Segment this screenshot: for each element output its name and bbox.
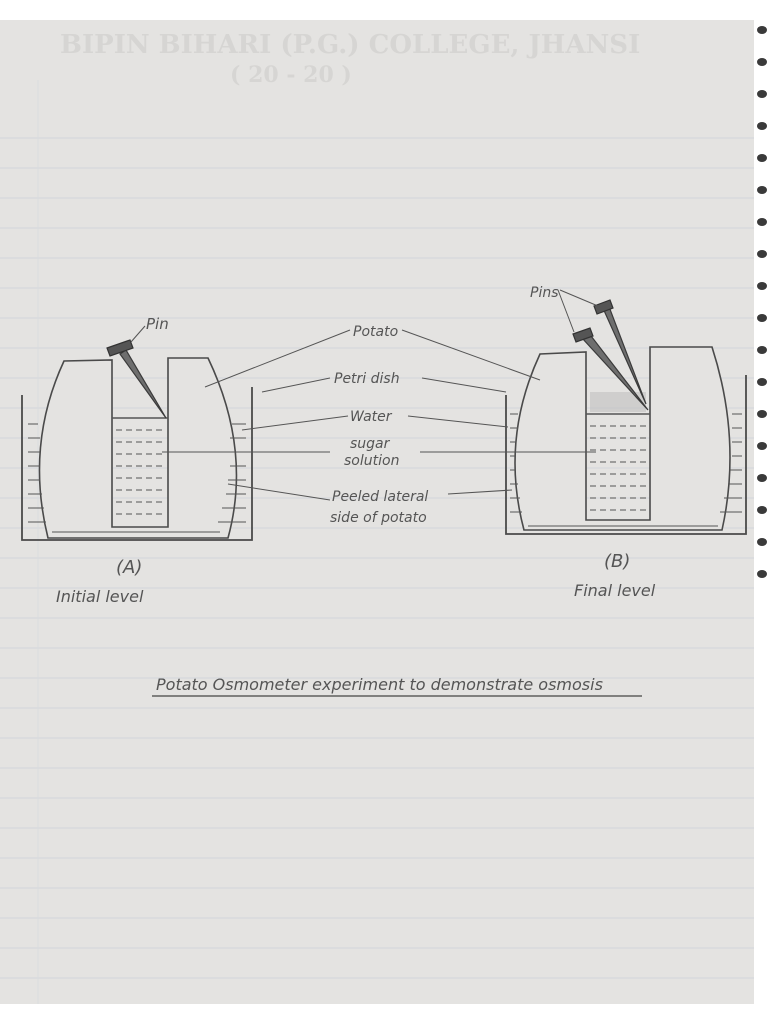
pins-b: [572, 299, 649, 411]
spiral-binding: [757, 26, 767, 578]
label-solution: solution: [344, 453, 399, 469]
caption-b-letter: (B): [604, 551, 630, 572]
caption-b-text: Final level: [574, 581, 656, 600]
caption-a-text: Initial level: [56, 587, 144, 606]
sugar-solution-a: [112, 417, 168, 515]
label-peeled: Peeled lateral: [332, 489, 428, 505]
session-header: ( 20 - 20 ): [230, 62, 352, 88]
potato-a: [38, 357, 238, 539]
petri-dish-b: [505, 375, 747, 535]
diagram-title: Potato Osmometer experiment to demonstra…: [156, 675, 603, 694]
college-header: BIPIN BIHARI (P.G.) COLLEGE, JHANSI: [60, 30, 641, 60]
setup-b: [505, 299, 747, 535]
sugar-solution-b: [586, 392, 650, 511]
notebook-page: BIPIN BIHARI (P.G.) COLLEGE, JHANSI ( 20…: [0, 20, 754, 1004]
ruled-lines: [0, 80, 754, 1004]
caption-a-letter: (A): [116, 557, 142, 578]
pin-a: [106, 339, 167, 419]
setup-a: [21, 339, 253, 541]
label-sugar: sugar: [350, 436, 391, 452]
label-pin: Pin: [146, 315, 169, 333]
water-a: [28, 423, 246, 533]
leader-lines: [130, 289, 599, 501]
diagram-canvas: Pin Pins Potato Petri dish Water sugar s…: [0, 80, 754, 1004]
label-potato: Potato: [353, 324, 398, 340]
potato-b: [514, 346, 731, 531]
label-water: Water: [350, 409, 393, 425]
label-pins: Pins: [530, 285, 559, 301]
petri-dish-a: [21, 387, 253, 541]
water-b: [510, 413, 742, 527]
label-side-of-potato: side of potato: [330, 510, 427, 526]
label-petri-dish: Petri dish: [334, 371, 400, 387]
